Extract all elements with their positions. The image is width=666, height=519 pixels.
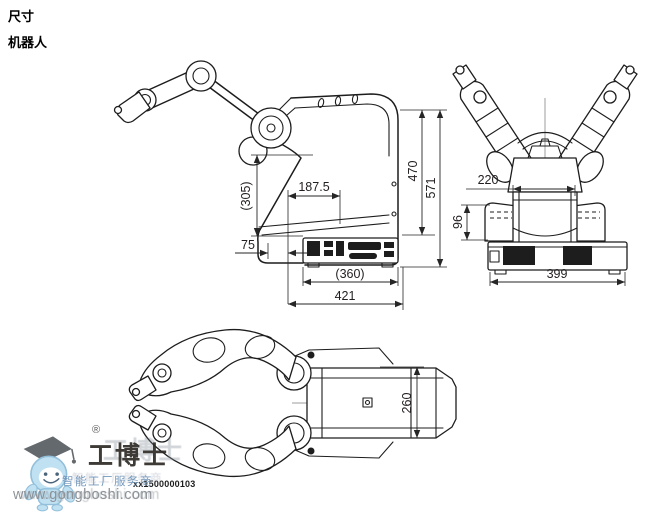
dim-label-260: 260 — [400, 393, 414, 414]
watermark-url: www.gongboshi.com — [13, 487, 153, 503]
watermark-slogan: 智能工厂服务商 — [62, 476, 153, 488]
top-view-drawing: 260 — [128, 328, 457, 478]
upper-arm — [128, 328, 297, 402]
dim-label-305: (305) — [239, 181, 253, 210]
shoulder-joint — [250, 107, 292, 149]
left-base-cover — [484, 202, 518, 242]
side-view-robot — [113, 60, 399, 268]
side-view-dimensions: (305) 187.5 75 (360) 421 470 571 — [235, 109, 447, 310]
front-view-drawing: 220 96 399 — [451, 64, 638, 286]
section-title: 尺寸 — [8, 9, 35, 24]
subsection-title: 机器人 — [8, 35, 48, 50]
front-view-robot — [452, 64, 638, 275]
watermark: ® 工博士 智能工厂服务商 www.gongboshi.com — [6, 414, 186, 516]
dim-label-360: (360) — [335, 267, 364, 281]
elbow-joint — [185, 60, 217, 92]
dim-label-187-5: 187.5 — [298, 180, 329, 194]
registered-mark: ® — [92, 424, 101, 436]
right-base-cover — [572, 202, 606, 242]
side-view-drawing: (305) 187.5 75 (360) 421 470 571 — [113, 60, 447, 310]
front-view-dimensions: 220 96 399 — [451, 173, 626, 286]
dim-label-96: 96 — [451, 215, 465, 229]
figure-id: xx1500000103 — [133, 479, 196, 489]
dim-label-571: 571 — [424, 178, 438, 199]
dim-label-75: 75 — [241, 238, 255, 252]
dim-label-399: 399 — [547, 267, 568, 281]
dim-label-220: 220 — [478, 173, 499, 187]
dim-label-421: 421 — [335, 289, 356, 303]
top-view-dimensions: 260 — [380, 366, 424, 439]
dim-label-470: 470 — [406, 161, 420, 182]
mascot-icon — [23, 436, 77, 512]
watermark-brand: 工博士 — [88, 441, 170, 470]
